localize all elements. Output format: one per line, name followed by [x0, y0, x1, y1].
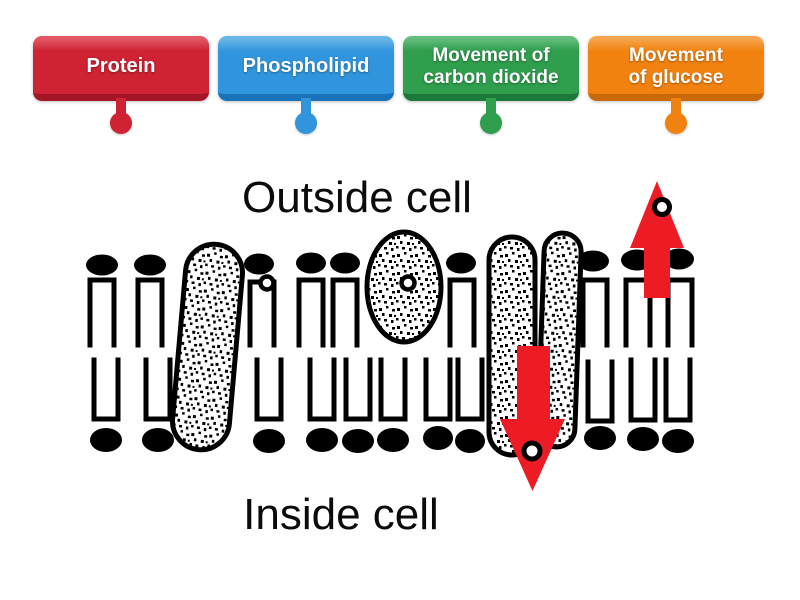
phospholipid	[296, 252, 326, 348]
phospholipid	[90, 357, 122, 452]
label-text-line: of glucose	[628, 66, 724, 88]
pin-stem	[486, 98, 496, 114]
marker-on-phospholipid-head[interactable]	[258, 274, 276, 292]
phospholipid	[306, 357, 338, 452]
label-chip-phospholipid-box[interactable]: Phospholipid	[218, 36, 394, 101]
phospholipid	[253, 357, 285, 453]
proteins	[170, 229, 584, 458]
label-chip-movement-of-carbon-dioxide-box[interactable]: Movement of carbon dioxide	[403, 36, 579, 101]
phospholipid	[86, 254, 118, 348]
phospholipid	[446, 252, 477, 348]
label-chip-movement-of-glucose[interactable]: Movement of glucose	[588, 36, 764, 136]
phospholipid	[627, 357, 659, 451]
pin-dot	[480, 112, 502, 134]
phospholipid-bottom-leaflet	[90, 357, 694, 453]
label-chip-protein[interactable]: Protein	[33, 36, 209, 136]
label-text-line: Movement	[629, 45, 723, 67]
marker-on-down-arrow[interactable]	[521, 440, 543, 462]
label-text-line: Phospholipid	[242, 55, 370, 78]
label-chip-phospholipid[interactable]: Phospholipid	[218, 36, 394, 136]
down-arrow	[500, 346, 565, 491]
phospholipid	[342, 357, 374, 453]
phospholipid	[662, 357, 694, 453]
pin-dot	[295, 112, 317, 134]
label-text-line: carbon dioxide	[423, 66, 559, 88]
inside-cell-label: Inside cell	[243, 490, 439, 539]
label-chip-protein-box[interactable]: Protein	[33, 36, 209, 101]
phospholipid	[584, 359, 616, 450]
pin-targets	[258, 197, 672, 462]
transport-arrows	[500, 181, 684, 491]
transmembrane-protein	[170, 241, 245, 453]
label-text-line: Protein	[86, 55, 156, 78]
phospholipid	[455, 357, 485, 453]
phospholipid	[664, 248, 695, 348]
pin-dot	[110, 112, 132, 134]
up-arrow	[630, 181, 684, 298]
phospholipid	[142, 357, 174, 452]
pin-stem	[671, 98, 681, 114]
label-text-line: Movement of	[432, 45, 550, 67]
label-chip-movement-of-glucose-box[interactable]: Movement of glucose	[588, 36, 764, 101]
phospholipid	[330, 252, 360, 348]
marker-on-up-arrow[interactable]	[652, 197, 672, 217]
pin-stem	[116, 98, 126, 114]
phospholipid	[577, 250, 610, 348]
phospholipid	[244, 253, 277, 348]
phospholipid	[134, 254, 166, 348]
phospholipid	[377, 357, 409, 452]
phospholipid	[423, 357, 453, 450]
pin-stem	[301, 98, 311, 114]
marker-on-oval-protein[interactable]	[399, 274, 417, 292]
pin-dot	[665, 112, 687, 134]
outside-cell-label: Outside cell	[242, 173, 472, 222]
label-chip-movement-of-carbon-dioxide[interactable]: Movement of carbon dioxide	[403, 36, 579, 136]
